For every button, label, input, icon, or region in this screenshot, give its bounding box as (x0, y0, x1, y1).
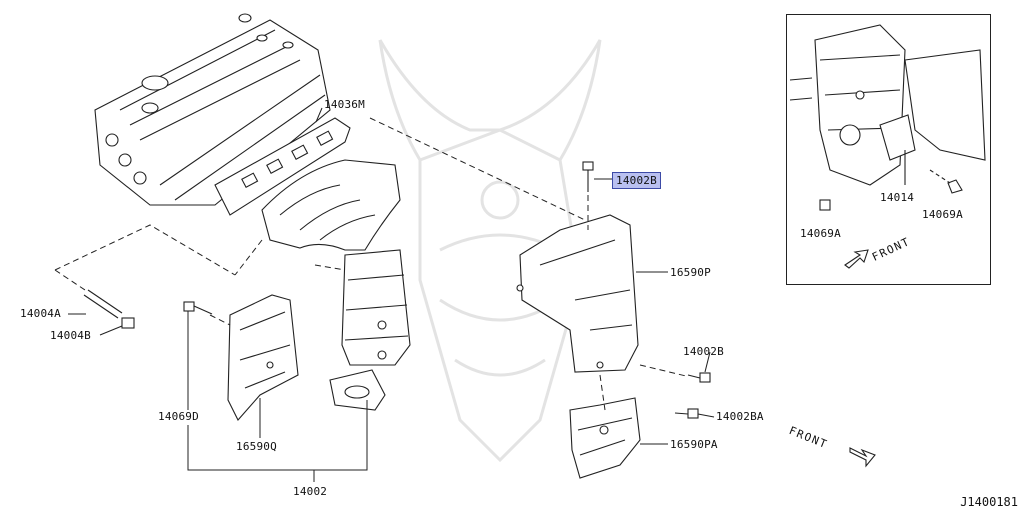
label-14069A-left[interactable]: 14069A (800, 227, 841, 240)
label-14002BA[interactable]: 14002BA (716, 410, 764, 423)
nut-14004B (121, 317, 135, 329)
label-16590PA[interactable]: 16590PA (670, 438, 718, 451)
heat-insulator-16590PA (569, 397, 641, 479)
label-14036M[interactable]: 14036M (324, 98, 365, 111)
figure-code: J1400181 (960, 495, 1018, 509)
cylinder-head (94, 13, 331, 206)
bolt-14069D (183, 301, 213, 315)
heat-insulator-16590P (516, 214, 639, 373)
bolt-14002B-top (582, 161, 594, 192)
heat-insulator-16590Q (227, 294, 299, 421)
inset-drawing (789, 24, 986, 269)
label-14004B[interactable]: 14004B (50, 329, 91, 342)
label-14004A[interactable]: 14004A (20, 307, 61, 320)
label-16590P[interactable]: 16590P (670, 266, 711, 279)
stud-14004A (83, 289, 123, 319)
bolt-14002B-right (687, 372, 711, 383)
label-14002[interactable]: 14002 (293, 485, 328, 498)
label-14069A-right[interactable]: 14069A (922, 208, 963, 221)
label-14002B-selected[interactable]: 14002B (612, 172, 661, 189)
bolt-14002BA (674, 408, 699, 419)
label-14069D[interactable]: 14069D (158, 410, 199, 423)
leader-lines (68, 107, 715, 482)
label-14002B-right[interactable]: 14002B (683, 345, 724, 358)
dashed-guides (54, 117, 687, 411)
front-arrow-main (849, 447, 876, 468)
gasket-14036M (214, 117, 351, 216)
inset-detail-box (786, 14, 991, 285)
label-14014[interactable]: 14014 (880, 191, 915, 204)
label-16590Q[interactable]: 16590Q (236, 440, 277, 453)
exhaust-manifold-assembly (261, 159, 411, 411)
watermark-logo (378, 39, 602, 463)
